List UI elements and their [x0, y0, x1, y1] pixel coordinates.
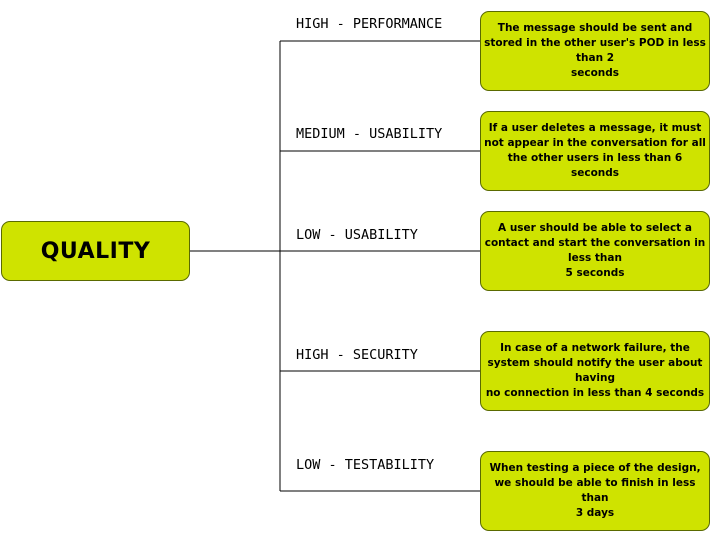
branch-label-low-testability: LOW - TESTABILITY: [296, 457, 435, 473]
branch-label-high-performance: HIGH - PERFORMANCE: [296, 16, 443, 32]
requirement-node-usability-contact: A user should be able to select a contac…: [480, 211, 710, 291]
requirement-node-performance: The message should be sent and stored in…: [480, 11, 710, 91]
requirement-node-usability-delete: If a user deletes a message, it must not…: [480, 111, 710, 191]
branch-label-low-usability: LOW - USABILITY: [296, 227, 418, 243]
requirement-node-security: In case of a network failure, the system…: [480, 331, 710, 411]
branch-label-medium-usability: MEDIUM - USABILITY: [296, 126, 443, 142]
quality-root-node: QUALITY: [1, 221, 190, 281]
branch-label-high-security: HIGH - SECURITY: [296, 347, 418, 363]
requirement-node-testability: When testing a piece of the design, we s…: [480, 451, 710, 531]
